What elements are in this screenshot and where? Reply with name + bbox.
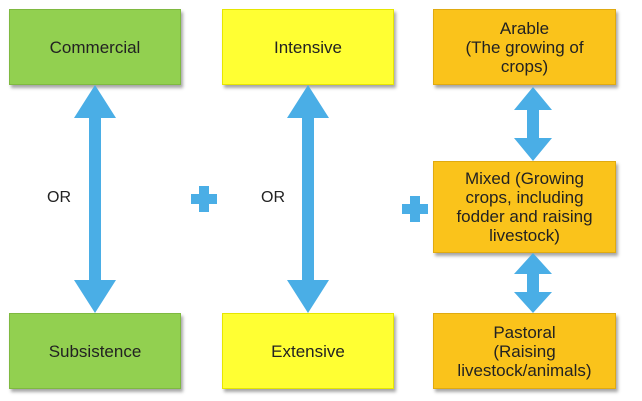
extensive-box: Extensive	[222, 313, 394, 389]
mixed-label: Mixed (Growing crops, including fodder a…	[456, 169, 593, 245]
arable-label: Arable (The growing of crops)	[465, 18, 584, 76]
intensive-label: Intensive	[273, 37, 343, 57]
double-arrow-icon	[74, 85, 116, 313]
pastoral-label: Pastoral (Raising livestock/animals)	[457, 322, 592, 380]
or-label-intensity: OR	[261, 189, 285, 206]
intensive-box: Intensive	[222, 9, 394, 85]
pastoral-box: Pastoral (Raising livestock/animals)	[433, 313, 616, 389]
extensive-label: Extensive	[271, 341, 345, 361]
double-arrow-icon	[514, 87, 552, 161]
or-label-market: OR	[47, 189, 71, 206]
subsistence-box: Subsistence	[9, 313, 181, 389]
arable-box: Arable (The growing of crops)	[433, 9, 616, 85]
mixed-box: Mixed (Growing crops, including fodder a…	[433, 161, 616, 253]
double-arrow-icon	[287, 85, 329, 313]
plus-icon	[402, 196, 428, 222]
commercial-box: Commercial	[9, 9, 181, 85]
subsistence-label: Subsistence	[48, 341, 142, 361]
plus-icon	[191, 186, 217, 212]
double-arrow-icon	[514, 253, 552, 313]
commercial-label: Commercial	[49, 37, 141, 57]
